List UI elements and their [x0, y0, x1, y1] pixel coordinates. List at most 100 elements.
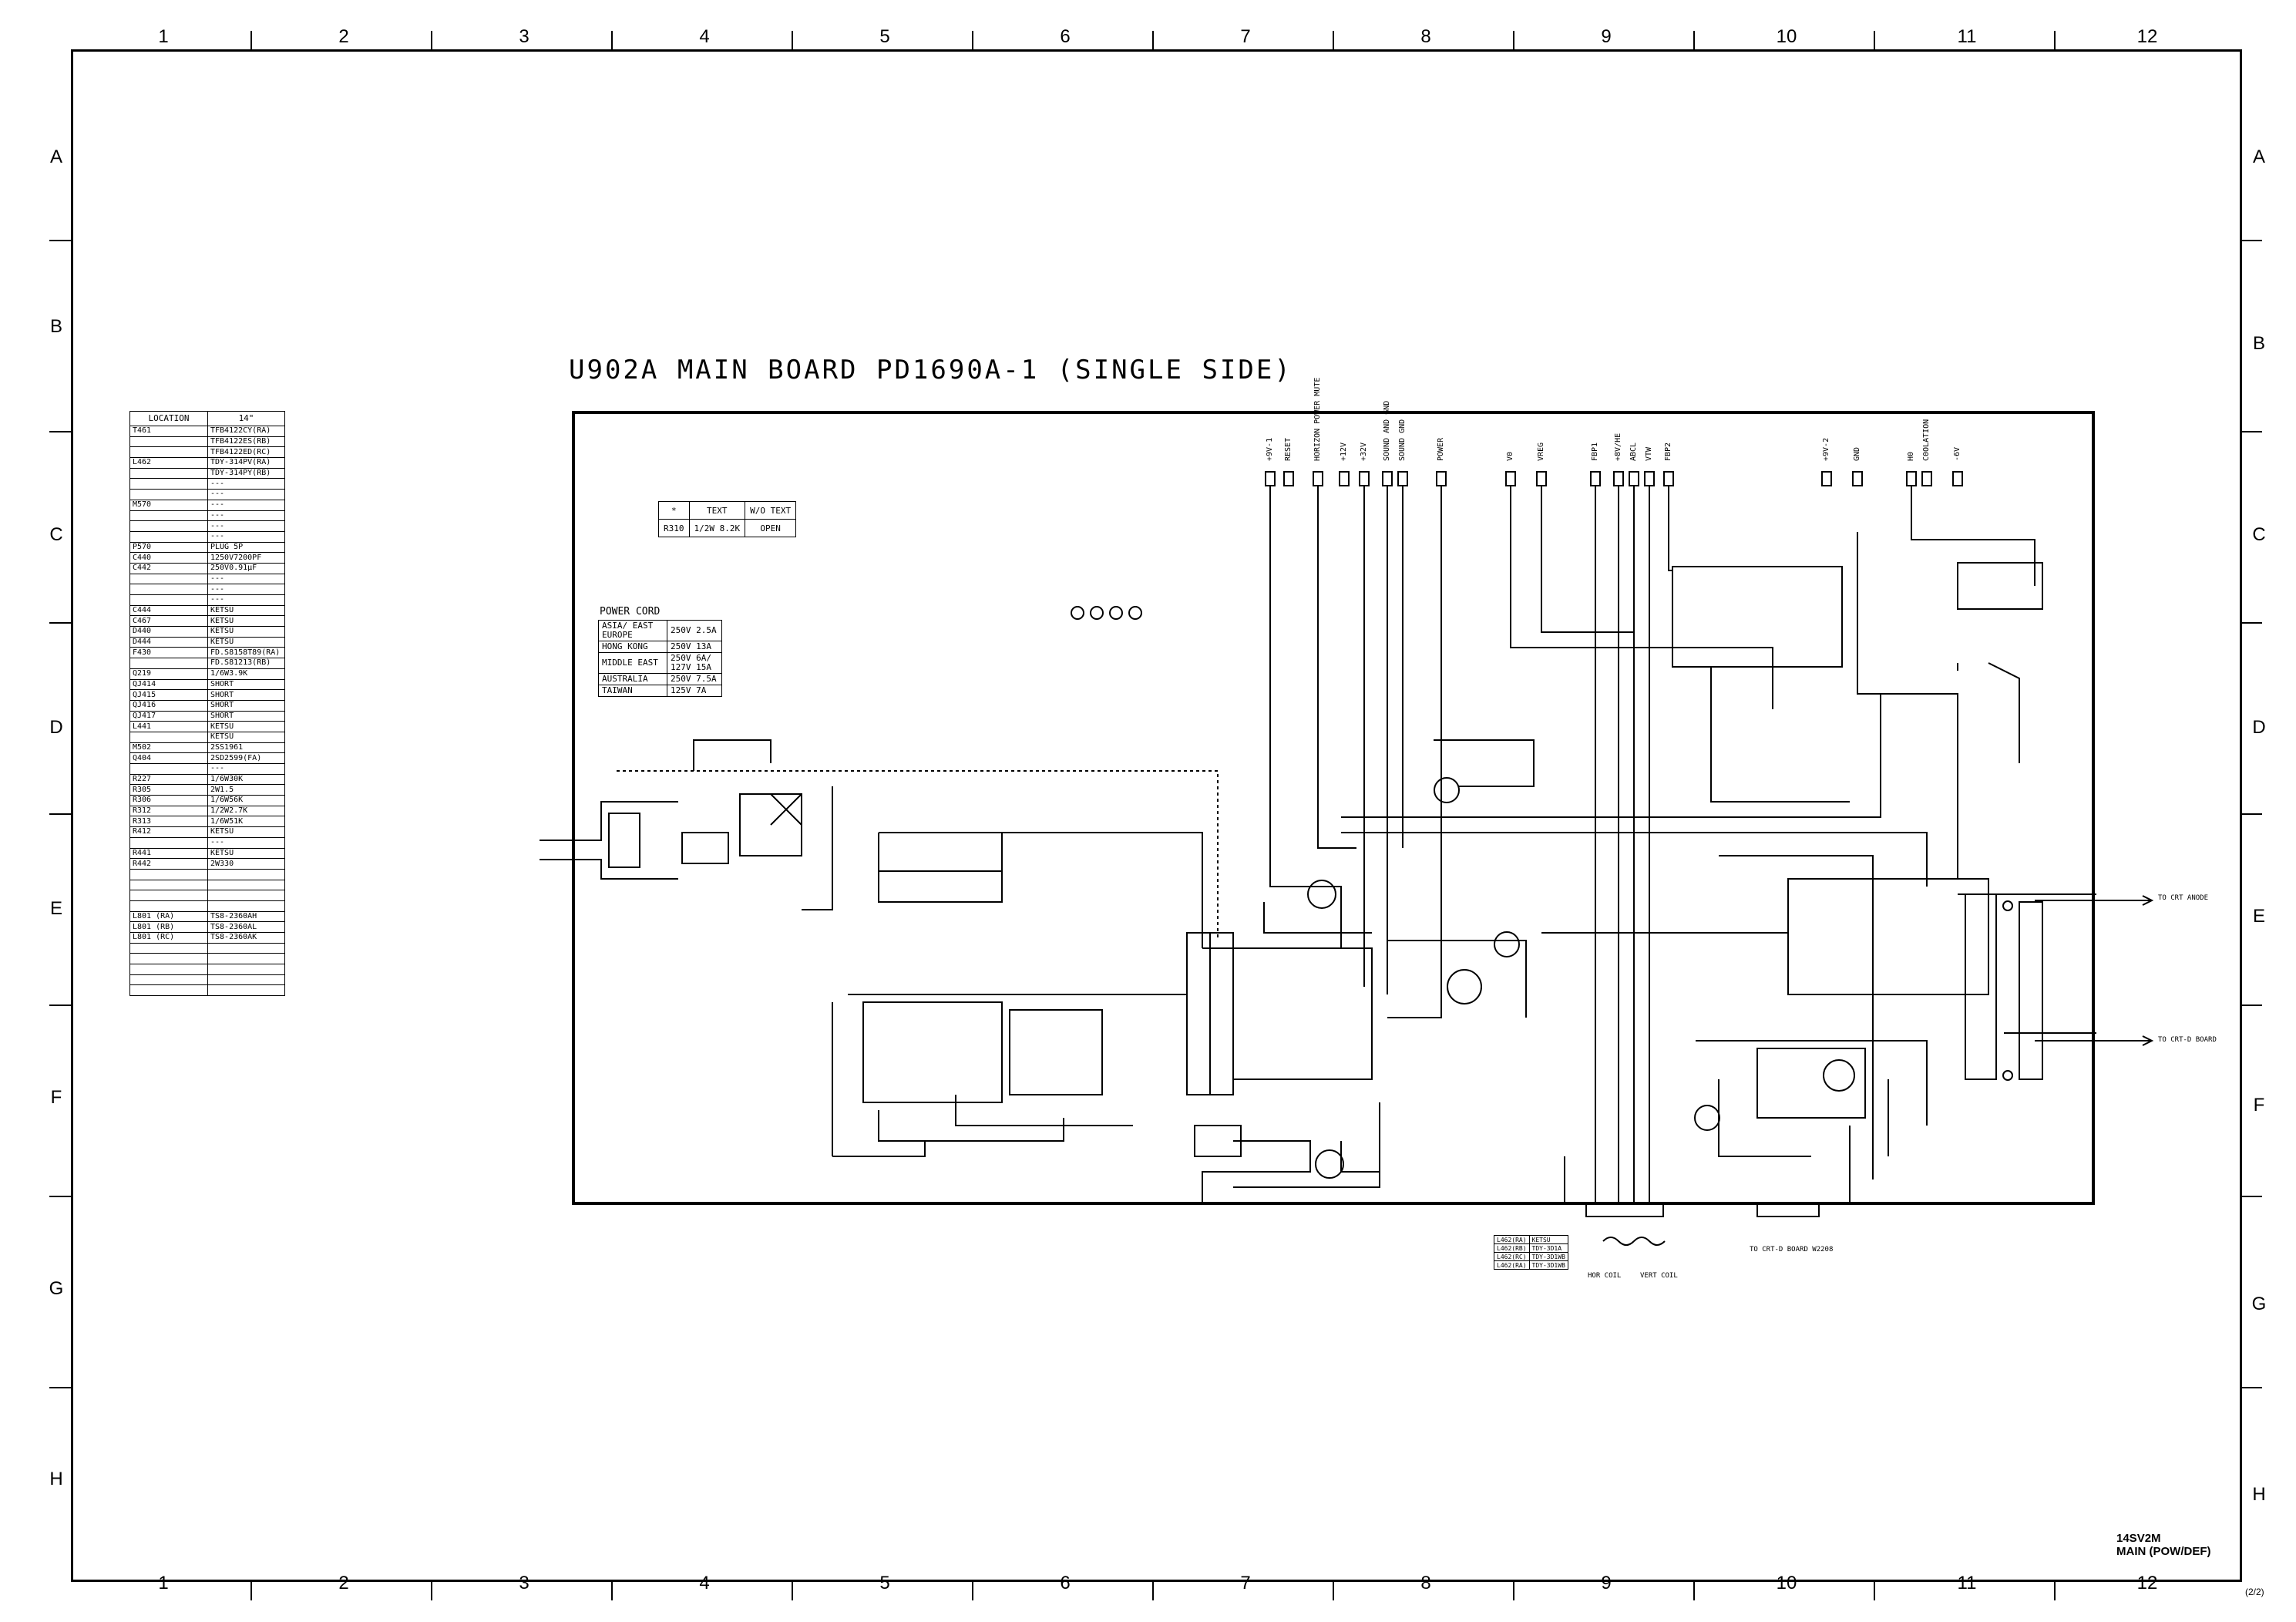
connector-terminal [1359, 471, 1370, 486]
table-row [129, 984, 285, 997]
table-row: --- [129, 836, 285, 849]
table-row [129, 942, 285, 954]
connector-label: HORIZON POWER MUTE [1313, 377, 1322, 461]
grid-row-label: G [2251, 1294, 2267, 1314]
table-row: --- [129, 573, 285, 585]
connector-terminal [1505, 471, 1516, 486]
r310-header-cell: W/O TEXT [745, 501, 797, 520]
table-row: L801 (RB)TS8-2360AL [129, 921, 285, 933]
grid-column-label: 5 [879, 26, 890, 47]
power-cord-cell: 250V 2.5A [667, 620, 722, 641]
table-row: TDY-314PY(RB) [129, 467, 285, 480]
grid-column-label: 2 [338, 26, 349, 47]
connector-terminal [1663, 471, 1674, 486]
grid-column-label: 1 [158, 1573, 169, 1593]
table-row: TFB4122ED(RC) [129, 446, 285, 459]
page-number: (2/2) [2245, 1587, 2264, 1597]
connector-terminal [1397, 471, 1408, 486]
connector-terminal [1283, 471, 1294, 486]
grid-column-label: 6 [1060, 1573, 1071, 1593]
grid-row-label: H [2252, 1484, 2266, 1505]
output-label-anode: TO CRT ANODE [2158, 894, 2209, 902]
coil-cell: L462(RA) [1494, 1260, 1530, 1270]
output-label-crt-d: TO CRT-D BOARD [2158, 1036, 2217, 1044]
table-row: --- [129, 478, 285, 490]
grid-row-label: B [49, 316, 62, 337]
crt-d-board-label: TO CRT-D BOARD W2208 [1750, 1246, 1834, 1254]
connector-label: VTW [1645, 446, 1653, 461]
grid-row-label: F [50, 1087, 62, 1108]
table-row: L462(RA)TDY-3D1WB [1494, 1260, 1568, 1270]
coil-cell: L462(RA) [1494, 1235, 1530, 1244]
connector-label: GND [1853, 446, 1861, 461]
grid-column-label: 4 [699, 26, 710, 47]
connector-terminal [1952, 471, 1963, 486]
connector-terminal [1536, 471, 1547, 486]
table-row [129, 953, 285, 965]
model-block: 14SV2M MAIN (POW/DEF) [2116, 1532, 2210, 1558]
connector-label: VREG [1537, 442, 1545, 461]
connector-label: +9V-1 [1266, 437, 1274, 461]
connector-terminal [1852, 471, 1863, 486]
table-row: L462(RB)TDY-3D1A [1494, 1243, 1568, 1253]
connector-label: C0OLATION [1922, 419, 1931, 461]
table-row: TFB4122ES(RB) [129, 436, 285, 448]
location-table-header: LOCATION [129, 411, 208, 426]
connector-label: +9V-2 [1822, 437, 1830, 461]
grid-row-label: F [2253, 1095, 2265, 1116]
grid-column-label: 10 [1776, 26, 1797, 47]
connector-label: ABCL [1629, 442, 1638, 461]
schematic-title: U902A MAIN BOARD PD1690A-1 (SINGLE SIDE) [569, 355, 1293, 385]
connector-label: V0 [1506, 451, 1514, 461]
grid-column-label: 1 [158, 26, 169, 47]
grid-row-label: G [49, 1278, 64, 1299]
grid-column-label: 3 [519, 26, 529, 47]
table-row: L801 (RA)TS8-2360AH [129, 910, 285, 923]
r310-cell: 1/2W 8.2K [688, 519, 746, 537]
grid-row-label: B [2252, 333, 2265, 354]
connector-terminal [1436, 471, 1447, 486]
grid-column-label: 12 [2136, 1573, 2158, 1593]
table-row: L462(RA)KETSU [1494, 1235, 1568, 1244]
power-cord-cell: 250V 6A/ 127V 15A [667, 652, 722, 674]
location-table-header: 14" [207, 411, 285, 426]
connector-terminal [1382, 471, 1393, 486]
model-subtitle: MAIN (POW/DEF) [2116, 1545, 2211, 1558]
grid-column-label: 11 [1957, 26, 1977, 47]
grid-column-label: 7 [1240, 26, 1251, 47]
grid-column-label: 12 [2136, 26, 2158, 47]
grid-row-label: A [2252, 146, 2265, 167]
connector-label: H0 [1907, 451, 1915, 461]
connector-label: SOUND GND [1398, 419, 1407, 461]
coil-cell: L462(RB) [1494, 1243, 1530, 1253]
connector-terminal [1613, 471, 1624, 486]
grid-row-label: D [49, 717, 63, 738]
table-row: --- [129, 489, 285, 500]
model-number: 14SV2M [2116, 1532, 2161, 1545]
connector-label: POWER [1437, 437, 1445, 461]
drawing-frame [71, 49, 2242, 1582]
connector-label: FBP2 [1664, 442, 1672, 461]
connector-label: SOUND AND GND [1383, 400, 1391, 461]
grid-column-label: 4 [699, 1573, 710, 1593]
table-row: FD.S81213(RB) [129, 658, 285, 669]
grid-column-label: 8 [1420, 26, 1431, 47]
connector-terminal [1644, 471, 1655, 486]
grid-row-label: C [49, 524, 63, 545]
connector-label: +8V/HE [1614, 432, 1622, 461]
